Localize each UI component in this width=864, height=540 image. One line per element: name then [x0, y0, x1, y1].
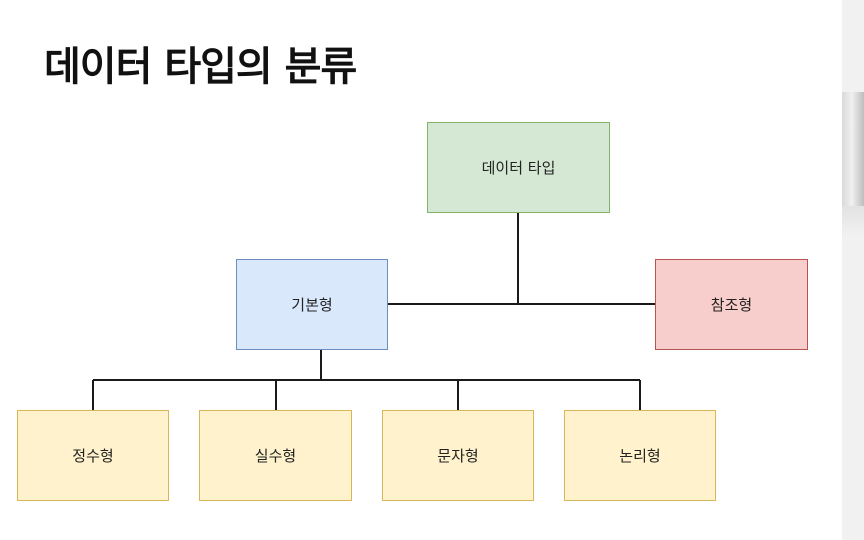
- node-integer-type: 정수형: [17, 410, 169, 501]
- presenter-panel-shade: [842, 206, 864, 236]
- page-title: 데이터 타입의 분류: [44, 44, 357, 90]
- node-float-type: 실수형: [199, 410, 352, 501]
- node-data-type: 데이터 타입: [427, 122, 610, 213]
- node-reference-type: 참조형: [655, 259, 808, 350]
- node-primitive-type: 기본형: [236, 259, 388, 350]
- presenter-panel: [842, 0, 864, 540]
- presenter-video-thumbnail: [842, 92, 864, 206]
- node-boolean-type: 논리형: [564, 410, 716, 501]
- node-char-type: 문자형: [382, 410, 534, 501]
